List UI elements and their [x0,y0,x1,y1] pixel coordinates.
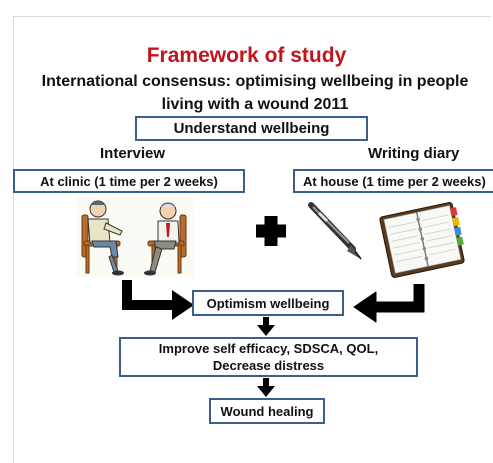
plus-icon [256,216,286,246]
wound-healing-box: Wound healing [209,398,325,424]
clinic-box: At clinic (1 time per 2 weeks) [13,169,245,193]
house-box: At house (1 time per 2 weeks) [293,169,493,193]
person-right-icon [144,202,180,276]
slide-frame [13,16,491,463]
arrow-left-to-optimism [122,280,194,320]
person-left-icon [87,200,124,276]
arrow-right-to-optimism [353,284,425,323]
diagram-subtitle: International consensus: optimising well… [41,73,469,113]
optimism-wellbeing-label: Optimism wellbeing [206,295,330,311]
improve-box: Improve self efficacy, SDSCA, QOL, Decre… [119,337,418,377]
understand-wellbeing-label: Understand wellbeing [173,120,330,137]
house-box-label: At house (1 time per 2 weeks) [303,173,486,189]
arrow-down-2 [257,378,275,397]
writing-diary-heading: Writing diary [368,145,460,162]
understand-wellbeing-box: Understand wellbeing [135,116,368,141]
diagram-title: Framework of study [146,44,347,67]
arrow-down-1 [257,317,275,336]
interview-heading: Interview [100,145,166,162]
clinic-box-label: At clinic (1 time per 2 weeks) [40,173,218,189]
pen-icon [308,202,362,260]
diary-notebook-icon [379,202,465,278]
people-talking-illustration [76,197,194,277]
improve-line2: Decrease distress [212,358,325,373]
optimism-wellbeing-box: Optimism wellbeing [192,290,344,316]
wound-healing-label: Wound healing [220,403,314,419]
improve-line1: Improve self efficacy, SDSCA, QOL, [158,341,379,356]
